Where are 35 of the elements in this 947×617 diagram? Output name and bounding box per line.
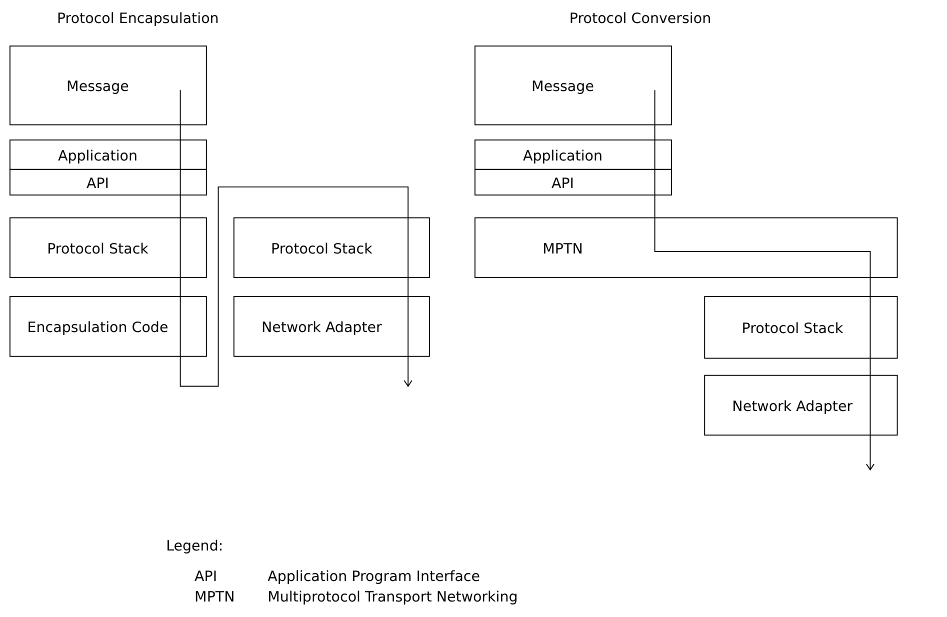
layer-box <box>10 217 207 278</box>
box-label: Message <box>66 76 130 97</box>
layer-box <box>704 374 898 436</box>
box-label: Message <box>530 76 595 97</box>
box-label: Protocol Stack <box>740 318 844 339</box>
section-heading: Protocol Conversion <box>569 10 712 27</box>
abbreviation-definition: Multiprotocol Transport Networking <box>268 588 518 606</box>
box-label: Network Adapter <box>731 396 854 417</box>
layer-box <box>10 296 207 357</box>
layer-box <box>474 168 672 196</box>
layer-box <box>10 168 207 196</box>
layer-box <box>704 296 898 359</box>
abbreviation: MPTN <box>194 588 235 606</box>
flow-arrow <box>180 90 412 387</box>
box-label: API <box>85 174 110 194</box>
box-label: Network Adapter <box>260 318 383 338</box>
legend-title: Legend: <box>166 537 224 554</box>
box-label: Application <box>56 146 139 166</box>
layer-box <box>10 140 207 170</box>
box-label: MPTN <box>542 239 584 260</box>
box-label: Application <box>522 146 604 166</box>
abbreviation: API <box>194 568 218 585</box>
layer-box <box>233 296 430 357</box>
layer-box <box>474 217 898 278</box>
layer-box <box>233 217 430 278</box>
abbreviation-definition: Application Program Interface <box>268 568 480 585</box>
box-label: Encapsulation Code <box>26 318 170 338</box>
message-box <box>474 46 672 126</box>
section-heading: Protocol Encapsulation <box>56 10 219 27</box>
box-label: API <box>550 174 575 194</box>
box-label: Protocol Stack <box>46 239 150 260</box>
flow-arrow <box>654 90 874 470</box>
box-label: Protocol Stack <box>270 239 374 260</box>
message-box <box>10 46 207 126</box>
layer-box <box>474 140 672 170</box>
